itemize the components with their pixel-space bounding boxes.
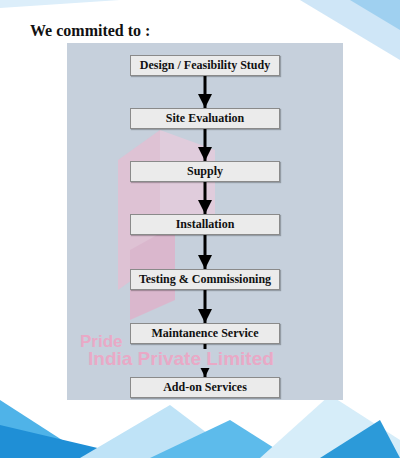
box-label: Installation [176,217,235,232]
flow-arrow [204,235,207,269]
watermark-text: Pride [80,333,123,350]
wave-shape [260,395,400,458]
box-label: Testing & Commissioning [139,272,271,287]
flow-arrow [204,129,207,161]
flow-arrow [204,290,207,323]
box-label: Site Evaluation [166,111,244,126]
process-box: Site Evaluation [130,108,280,129]
flow-arrow [204,182,207,214]
process-box: Installation [130,214,280,235]
flow-arrow [204,76,207,108]
process-box: Supply [130,161,280,182]
wave-shape [320,420,400,458]
process-box: Testing & Commissioning [130,269,280,290]
box-label: Maintanence Service [152,326,259,341]
box-label: Supply [187,164,223,179]
box-label: Design / Feasibility Study [140,58,270,73]
watermark-text: India Private Limited [88,349,274,368]
process-box: Maintanence Service [130,323,280,344]
box-label: Add-on Services [163,380,247,395]
title: We commited to : [30,22,150,40]
corner-shape [0,0,120,8]
panel [67,43,343,400]
process-box: Design / Feasibility Study [130,55,280,76]
process-box: Add-on Services [130,377,280,398]
corner-shape [350,0,400,30]
